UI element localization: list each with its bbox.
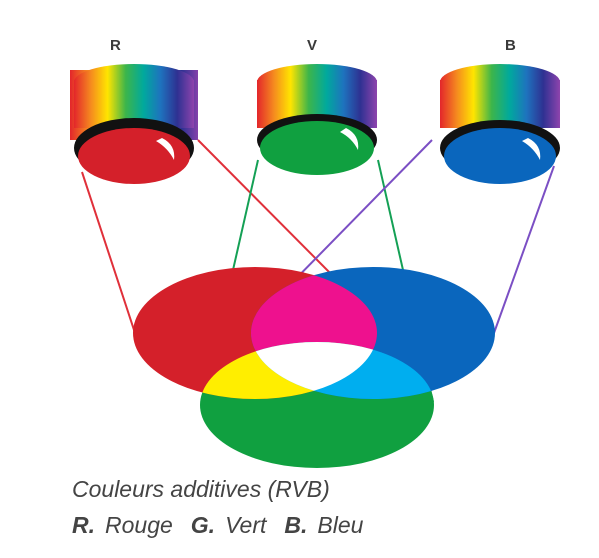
- lamp-letter-v: V: [307, 37, 317, 54]
- legend-key-r: R.: [72, 512, 95, 538]
- legend-key-b: B.: [284, 512, 308, 538]
- green-lamp-lens: [260, 121, 374, 175]
- legend-name-rouge: Rouge: [105, 512, 173, 538]
- lamp-letter-b: B: [505, 37, 516, 54]
- caption-title: Couleurs additives (RVB): [72, 476, 330, 502]
- color-mix-venn: [133, 267, 495, 468]
- legend-name-bleu: Bleu: [317, 512, 364, 538]
- legend-key-g: G.: [190, 512, 216, 538]
- green-lamp: [257, 64, 377, 175]
- lamp-letter-r: R: [110, 37, 121, 54]
- red-lamp: [70, 64, 198, 184]
- red-beam-left: [81, 171, 136, 334]
- blue-lamp-highlight: [522, 138, 541, 160]
- legend-name-vert: Vert: [225, 512, 267, 538]
- green-lamp-highlight: [340, 128, 359, 150]
- white-center: [251, 342, 377, 399]
- red-lamp-highlight: [156, 138, 175, 160]
- blue-lamp: [440, 64, 560, 184]
- caption-legend: R. Rouge G. Vert B. Bleu: [72, 512, 363, 539]
- blue-beam-right: [493, 165, 555, 334]
